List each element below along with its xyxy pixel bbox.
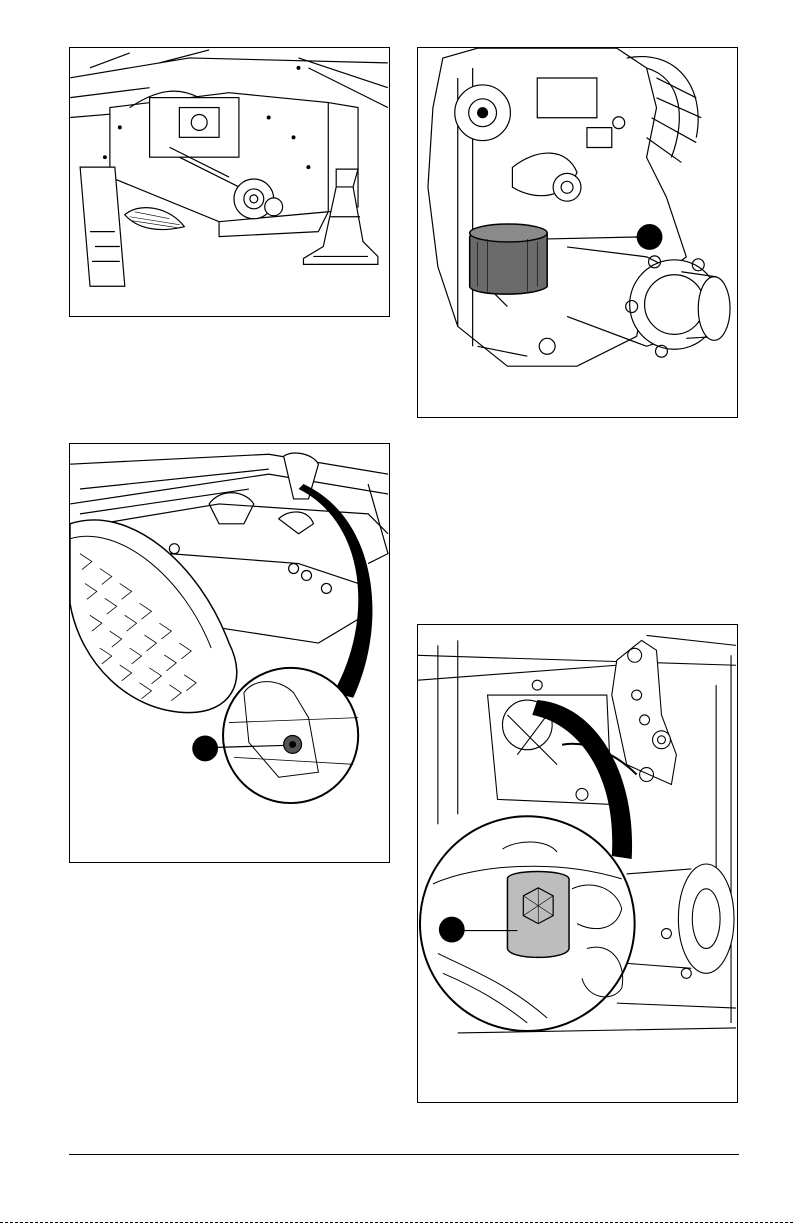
hex-drain-plug xyxy=(507,871,569,957)
transaxle-drain-illustration xyxy=(418,625,737,1102)
figure-transaxle-oil-filter xyxy=(417,47,738,418)
callout-marker xyxy=(637,224,663,250)
crop-marks xyxy=(0,1222,793,1223)
mower-illustration xyxy=(70,48,389,316)
figure-deck-drain-plug xyxy=(69,443,390,863)
figure-transaxle-drain-plug xyxy=(417,624,738,1103)
deck-illustration xyxy=(70,444,389,862)
figure-mower-on-jack-stands xyxy=(69,47,390,317)
transaxle-illustration xyxy=(418,48,737,417)
zoom-detail xyxy=(223,668,358,803)
footer-rule xyxy=(69,1154,739,1155)
tire xyxy=(70,520,237,713)
callout-marker xyxy=(439,917,465,943)
callout-marker xyxy=(192,735,218,761)
oil-filter xyxy=(470,224,548,294)
